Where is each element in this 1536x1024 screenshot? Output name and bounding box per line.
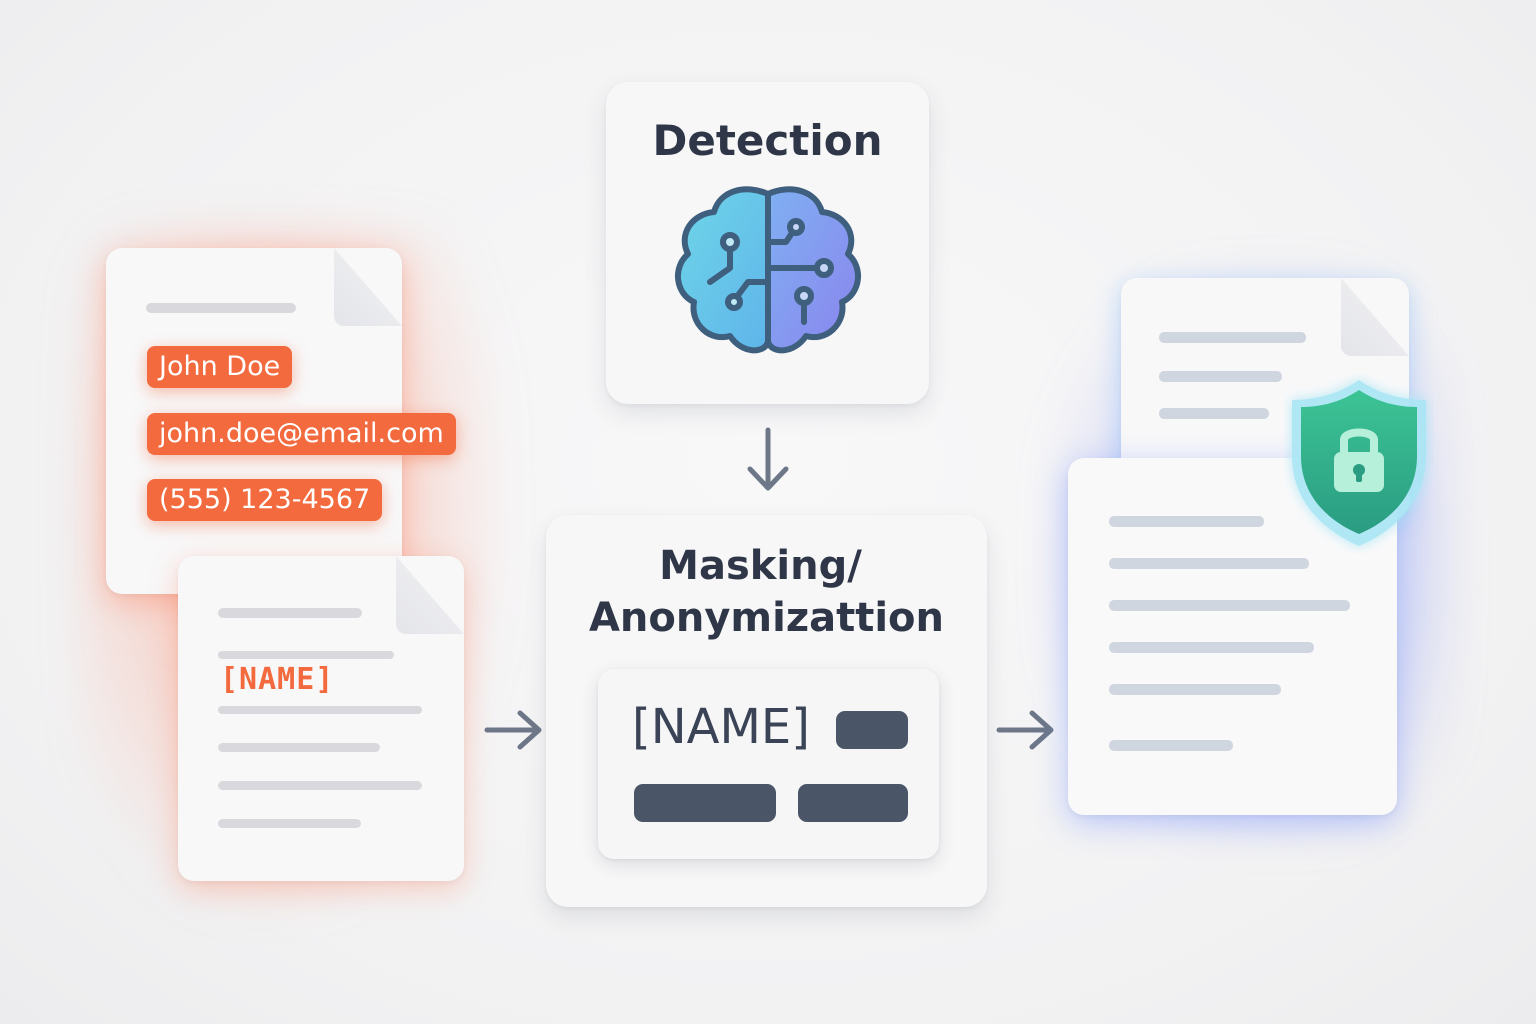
- brain-circuit-icon: [674, 186, 862, 354]
- masking-card: Masking/ Anonymizattion [NAME]: [546, 515, 987, 907]
- text-line: [146, 303, 296, 313]
- text-line: [218, 781, 422, 790]
- pii-phone-tag: (555) 123-4567: [147, 479, 383, 521]
- right-arrow-icon: [996, 710, 1054, 750]
- pii-name-tag: John Doe: [147, 346, 293, 388]
- text-line: [1109, 740, 1233, 751]
- detection-card: Detection: [606, 82, 929, 404]
- down-arrow-icon: [747, 427, 789, 491]
- text-line: [1159, 408, 1269, 419]
- text-line: [1109, 684, 1281, 695]
- text-line: [218, 819, 361, 828]
- masking-title-line1: Masking/: [659, 543, 862, 589]
- redaction-bar: [798, 784, 908, 822]
- text-line: [1159, 371, 1282, 382]
- text-line: [1109, 600, 1350, 611]
- text-line: [218, 706, 422, 714]
- masked-document: [NAME]: [178, 556, 464, 881]
- text-line: [218, 743, 380, 752]
- shield-lock-icon: [1292, 380, 1426, 546]
- text-line: [1109, 516, 1264, 527]
- pii-email-tag: john.doe@email.com: [147, 413, 456, 455]
- right-arrow-icon: [484, 710, 542, 750]
- page-fold: [396, 556, 464, 634]
- text-line: [218, 608, 362, 618]
- page-fold: [1341, 278, 1409, 356]
- text-line: [1159, 332, 1306, 343]
- redacted-name-placeholder: [NAME]: [632, 699, 810, 755]
- redaction-bar: [836, 711, 908, 749]
- text-line: [218, 651, 394, 659]
- detection-title: Detection: [652, 116, 883, 165]
- redaction-bar: [634, 784, 776, 822]
- text-line: [1109, 642, 1314, 653]
- masking-title-line2: Anonymizattion: [588, 595, 945, 641]
- text-line: [1109, 558, 1309, 569]
- masked-name-placeholder: [NAME]: [220, 662, 335, 697]
- redaction-panel: [NAME]: [598, 669, 939, 859]
